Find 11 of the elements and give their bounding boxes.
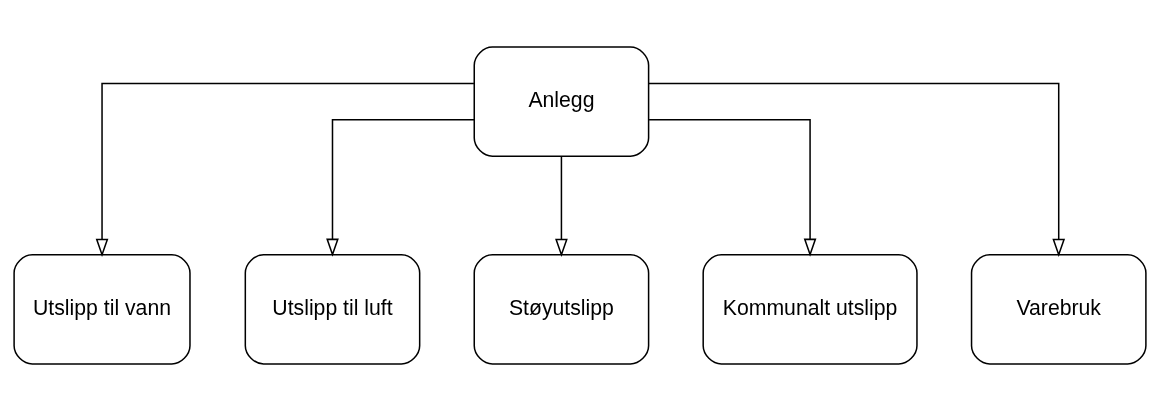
node-box: Utslipp til luft [244, 253, 421, 365]
node-box: Varebruk [970, 253, 1147, 365]
arrow [326, 118, 475, 257]
arrow [648, 118, 817, 257]
arrow [95, 82, 475, 257]
arrow [647, 82, 1066, 257]
node-box: Anlegg [473, 45, 650, 157]
node-box: Støyutslipp [473, 253, 650, 365]
node-box: Kommunalt utslipp [702, 253, 918, 365]
arrow [555, 155, 568, 257]
node-box: Utslipp til vann [13, 253, 191, 365]
